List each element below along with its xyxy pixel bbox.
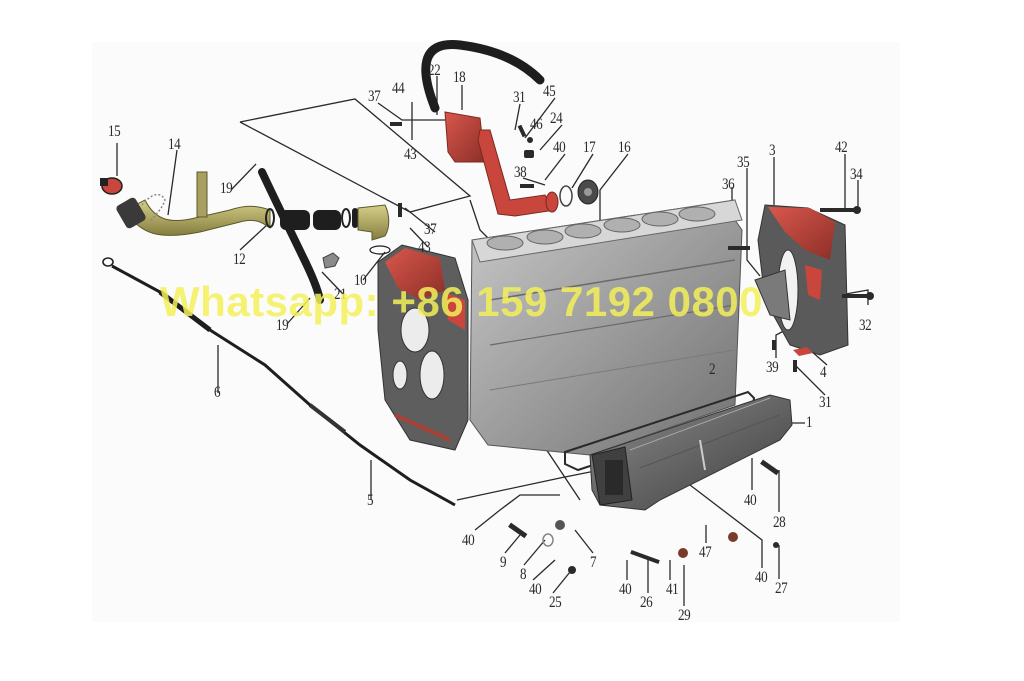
callout-1: 1: [806, 414, 813, 431]
gasket-and-flange: [559, 179, 599, 207]
callout-10: 10: [354, 272, 367, 289]
callout-14: 14: [168, 136, 181, 153]
callout-19: 19: [276, 317, 289, 334]
callout-17: 17: [583, 139, 596, 156]
callout-41: 41: [666, 581, 679, 598]
cylinder-bores: [486, 206, 716, 251]
callout-6: 6: [214, 384, 221, 401]
callout-28: 28: [773, 514, 786, 531]
callout-40: 40: [553, 139, 566, 156]
callout-31: 31: [513, 89, 526, 106]
callout-31: 31: [819, 394, 832, 411]
callout-40: 40: [744, 492, 757, 509]
oil-pan: [589, 394, 793, 511]
flywheel-housing: [754, 204, 849, 356]
callout-35: 35: [737, 154, 750, 171]
callout-3: 3: [769, 142, 776, 159]
oil-filler-cap: [100, 177, 123, 195]
callout-40: 40: [755, 569, 768, 586]
callout-4: 4: [820, 364, 827, 381]
callout-40: 40: [462, 532, 475, 549]
callout-24: 24: [550, 110, 563, 127]
callout-2: 2: [709, 361, 716, 378]
callout-43: 43: [418, 239, 431, 256]
callout-39: 39: [766, 359, 779, 376]
callout-42: 42: [835, 139, 848, 156]
callout-21: 21: [334, 286, 347, 303]
flywheel-bolts: [728, 206, 874, 372]
callout-22: 22: [428, 62, 441, 79]
callout-25: 25: [549, 594, 562, 611]
callout-26: 26: [640, 594, 653, 611]
elbow-fitting: [357, 204, 391, 255]
breather-hose-upper: [421, 39, 545, 113]
callout-16: 16: [618, 139, 631, 156]
leader-lines: [116, 76, 869, 606]
callout-40: 40: [619, 581, 632, 598]
callout-45: 45: [543, 83, 556, 100]
callout-47: 47: [699, 544, 712, 561]
small-fasteners: [322, 122, 534, 269]
dipstick: [102, 257, 456, 507]
callout-29: 29: [678, 607, 691, 624]
oil-pan-bolts: [508, 459, 780, 574]
callout-34: 34: [850, 166, 863, 183]
oil-filler-tube: [116, 171, 271, 237]
engine-block: [469, 199, 743, 456]
breather-housing: [444, 111, 559, 217]
callout-37: 37: [424, 221, 437, 238]
callout-46: 46: [530, 116, 543, 133]
callout-27: 27: [775, 580, 788, 597]
callout-19: 19: [220, 180, 233, 197]
callout-40: 40: [529, 581, 542, 598]
callout-12: 12: [233, 251, 246, 268]
breather-hose-lower: [258, 168, 324, 304]
callout-43: 43: [404, 146, 417, 163]
callout-8: 8: [520, 566, 527, 583]
callout-15: 15: [108, 123, 121, 140]
callout-9: 9: [500, 554, 507, 571]
callout-18: 18: [453, 69, 466, 86]
callout-44: 44: [392, 80, 405, 97]
gear-housing-front: [377, 244, 469, 451]
callout-32: 32: [859, 317, 872, 334]
callout-38: 38: [514, 164, 527, 181]
callout-5: 5: [367, 492, 374, 509]
callout-37: 37: [368, 88, 381, 105]
callout-7: 7: [590, 554, 597, 571]
callout-36: 36: [722, 176, 735, 193]
